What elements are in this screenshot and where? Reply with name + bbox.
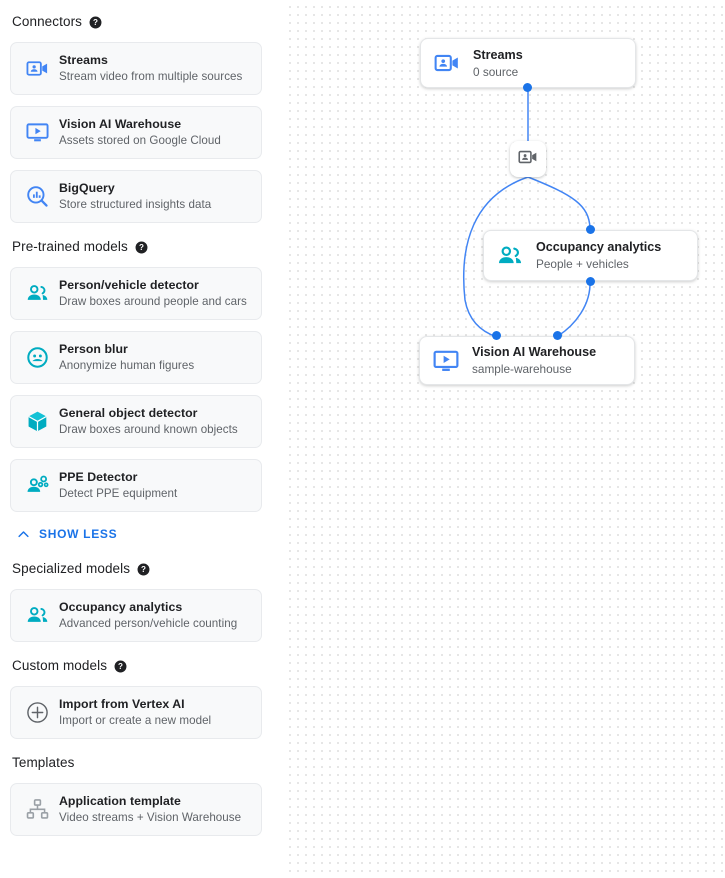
svg-text:?: ?: [139, 243, 144, 252]
monitor-play-icon: [15, 121, 59, 144]
card-subtitle: Draw boxes around known objects: [59, 423, 238, 436]
node-subtitle: People + vehicles: [536, 257, 629, 271]
two-people-icon: [484, 243, 536, 269]
section-title: Connectors: [12, 14, 83, 29]
show-less-toggle[interactable]: SHOW LESS: [16, 523, 262, 545]
component-card-occupancy-analytics[interactable]: Occupancy analytics Advanced person/vehi…: [10, 589, 262, 642]
card-title: Person blur: [59, 342, 128, 356]
node-title: Vision AI Warehouse: [472, 345, 597, 359]
component-card-person-blur[interactable]: Person blur Anonymize human figures: [10, 331, 262, 384]
help-icon[interactable]: ?: [114, 660, 127, 673]
show-less-label: SHOW LESS: [39, 527, 118, 541]
card-title: Import from Vertex AI: [59, 697, 185, 711]
help-icon[interactable]: ?: [89, 16, 102, 29]
video-camera-person-icon: [15, 57, 59, 80]
svg-text:?: ?: [118, 662, 123, 671]
card-subtitle: Advanced person/vehicle counting: [59, 617, 238, 630]
section-title: Specialized models: [12, 561, 131, 576]
graph-edges: [462, 88, 591, 338]
component-card-streams[interactable]: Streams Stream video from multiple sourc…: [10, 42, 262, 95]
section-header-specialized-models: Specialized models ?: [10, 559, 262, 579]
component-card-ppe-detector[interactable]: PPE Detector Detect PPE equipment: [10, 459, 262, 512]
card-title: Vision AI Warehouse: [59, 117, 182, 131]
graph-node-stream-relay[interactable]: [510, 141, 546, 177]
two-people-icon: [15, 604, 59, 627]
card-subtitle: Store structured insights data: [59, 198, 212, 211]
card-title: Person/vehicle detector: [59, 278, 199, 292]
graph-canvas[interactable]: Streams 0 source Occupancy analytics Peo…: [283, 0, 725, 878]
card-subtitle: Stream video from multiple sources: [59, 70, 243, 83]
svg-text:?: ?: [93, 18, 98, 27]
card-subtitle: Video streams + Vision Warehouse: [59, 811, 242, 824]
card-title: General object detector: [59, 406, 198, 420]
card-title: Streams: [59, 53, 108, 67]
node-subtitle: sample-warehouse: [472, 362, 572, 376]
card-subtitle: Assets stored on Google Cloud: [59, 134, 221, 147]
section-header-custom-models: Custom models ?: [10, 656, 262, 676]
port-streams-output[interactable]: [523, 83, 532, 92]
magnifier-chart-icon: [15, 185, 59, 208]
cube-icon: [15, 410, 59, 433]
card-subtitle: Anonymize human figures: [59, 359, 195, 372]
component-card-person-vehicle-detector[interactable]: Person/vehicle detector Draw boxes aroun…: [10, 267, 262, 320]
two-people-icon: [15, 282, 59, 305]
plus-circle-icon: [15, 701, 59, 724]
card-subtitle: Import or create a new model: [59, 714, 212, 727]
hierarchy-icon: [15, 798, 59, 821]
graph-node-occupancy-analytics[interactable]: Occupancy analytics People + vehicles: [483, 230, 698, 281]
component-card-bigquery[interactable]: BigQuery Store structured insights data: [10, 170, 262, 223]
port-warehouse-input-left[interactable]: [492, 331, 501, 340]
node-subtitle: 0 source: [473, 64, 519, 79]
port-occupancy-input[interactable]: [586, 225, 595, 234]
help-icon[interactable]: ?: [135, 241, 148, 254]
component-sidebar: Connectors ? Streams Stream video from m…: [0, 0, 272, 878]
port-occupancy-output[interactable]: [586, 277, 595, 286]
component-card-application-template[interactable]: Application template Video streams + Vis…: [10, 783, 262, 836]
section-header-connectors: Connectors ?: [10, 12, 262, 32]
card-title: PPE Detector: [59, 470, 138, 484]
monitor-play-icon: [420, 348, 472, 374]
person-gear-icon: [15, 474, 59, 497]
chevron-up-icon: [16, 527, 31, 542]
graph-node-streams[interactable]: Streams 0 source: [420, 38, 636, 88]
section-header-pre-trained-models: Pre-trained models ?: [10, 237, 262, 257]
video-camera-person-icon: [421, 50, 473, 76]
component-card-vision-ai-warehouse[interactable]: Vision AI Warehouse Assets stored on Goo…: [10, 106, 262, 159]
section-title: Templates: [12, 755, 75, 770]
help-icon[interactable]: ?: [137, 563, 150, 576]
video-camera-person-icon: [518, 147, 538, 172]
component-card-import-from-vertex-ai[interactable]: Import from Vertex AI Import or create a…: [10, 686, 262, 739]
section-header-templates: Templates: [10, 753, 262, 773]
face-circle-icon: [15, 346, 59, 369]
node-title: Streams: [473, 47, 523, 62]
card-title: Occupancy analytics: [59, 600, 183, 614]
card-title: Application template: [59, 794, 181, 808]
section-title: Custom models: [12, 658, 108, 673]
component-card-general-object-detector[interactable]: General object detector Draw boxes aroun…: [10, 395, 262, 448]
card-subtitle: Detect PPE equipment: [59, 487, 178, 500]
svg-text:?: ?: [141, 565, 146, 574]
card-title: BigQuery: [59, 181, 115, 195]
port-warehouse-input-right[interactable]: [553, 331, 562, 340]
section-title: Pre-trained models: [12, 239, 128, 254]
card-subtitle: Draw boxes around people and cars: [59, 295, 247, 308]
node-title: Occupancy analytics: [536, 240, 662, 254]
graph-node-vision-ai-warehouse[interactable]: Vision AI Warehouse sample-warehouse: [419, 336, 635, 385]
